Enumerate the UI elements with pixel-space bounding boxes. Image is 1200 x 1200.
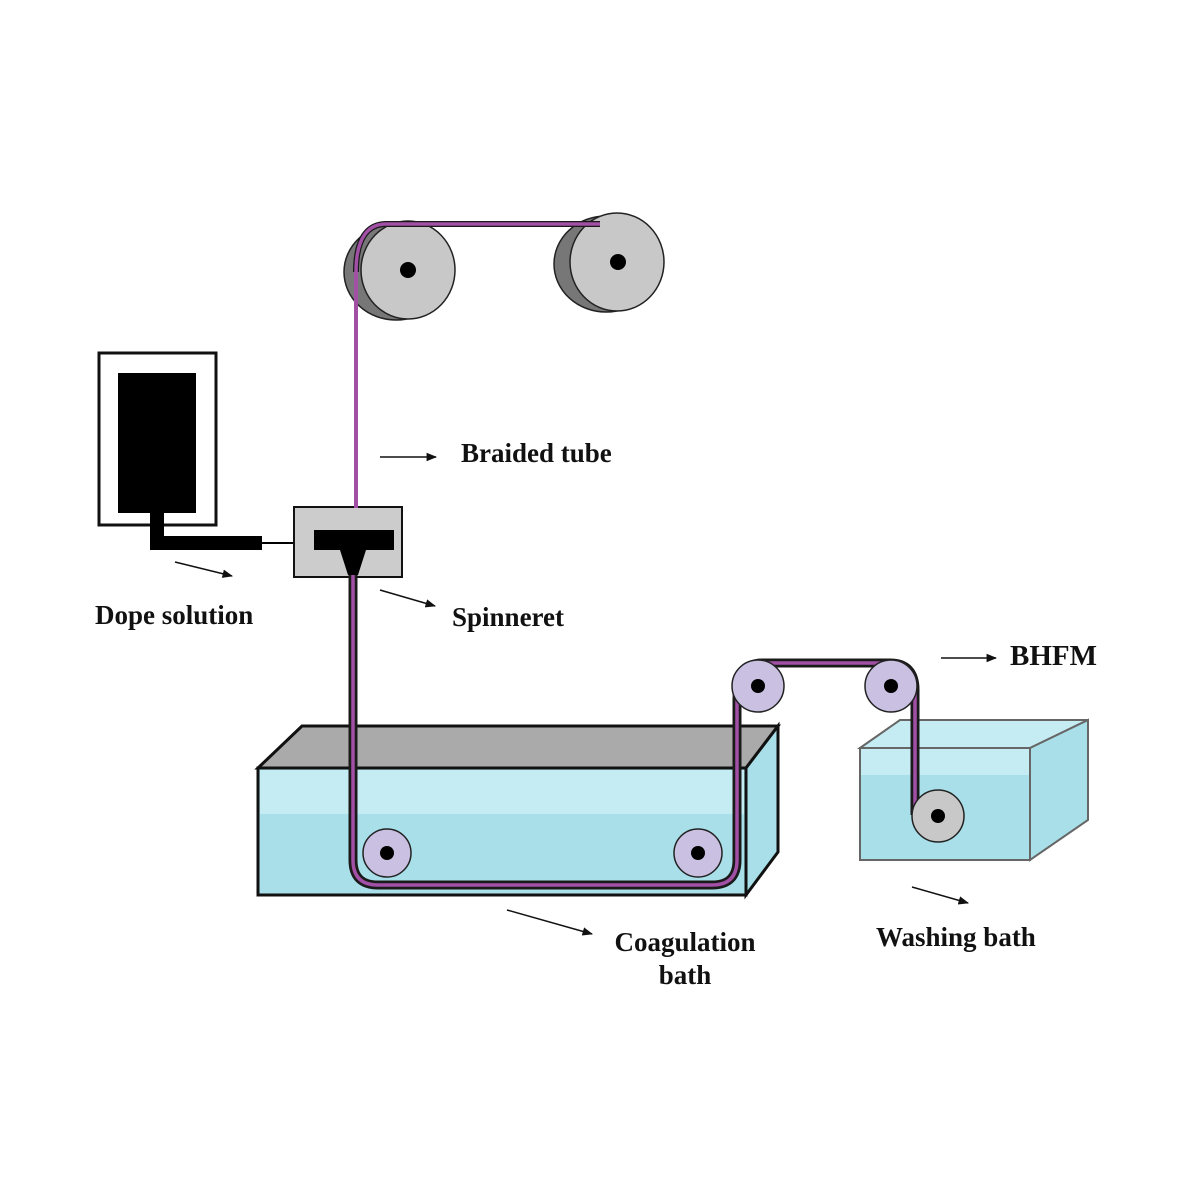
coagulation-bath-label-line1: Coagulation	[614, 927, 756, 957]
coagulation-bath-label: Coagulation bath	[600, 926, 770, 992]
washing-roller	[911, 789, 965, 843]
coagulation-bath-tank	[254, 721, 782, 900]
coagulation-bath-surface	[260, 770, 744, 814]
coagulation-roller-left	[362, 828, 412, 878]
dope-solution-arrow	[174, 561, 234, 578]
coagulation-bath-top	[254, 724, 782, 770]
top-roller-left	[343, 220, 456, 321]
coagulation-roller-right	[673, 828, 723, 878]
spinneret	[293, 506, 403, 578]
coagulation-bath-label-line2: bath	[658, 960, 712, 990]
top-roller-right	[553, 212, 665, 313]
washing-bath-tank	[856, 718, 1089, 862]
pointer-arrows	[174, 452, 998, 936]
coagulation-bath-arrow	[506, 909, 594, 936]
dope-solution-reservoir	[97, 351, 300, 550]
bhfm-label: BHFM	[1010, 640, 1097, 672]
braided-tube-label: Braided tube	[461, 438, 612, 468]
transfer-roller-right	[864, 659, 918, 713]
spinneret-arrow	[379, 589, 437, 608]
dope-solution-label: Dope solution	[95, 600, 254, 630]
spinneret-label: Spinneret	[452, 602, 565, 632]
washing-bath-label: Washing bath	[876, 922, 1036, 952]
washing-bath-arrow	[911, 886, 970, 905]
transfer-roller-left	[731, 659, 785, 713]
